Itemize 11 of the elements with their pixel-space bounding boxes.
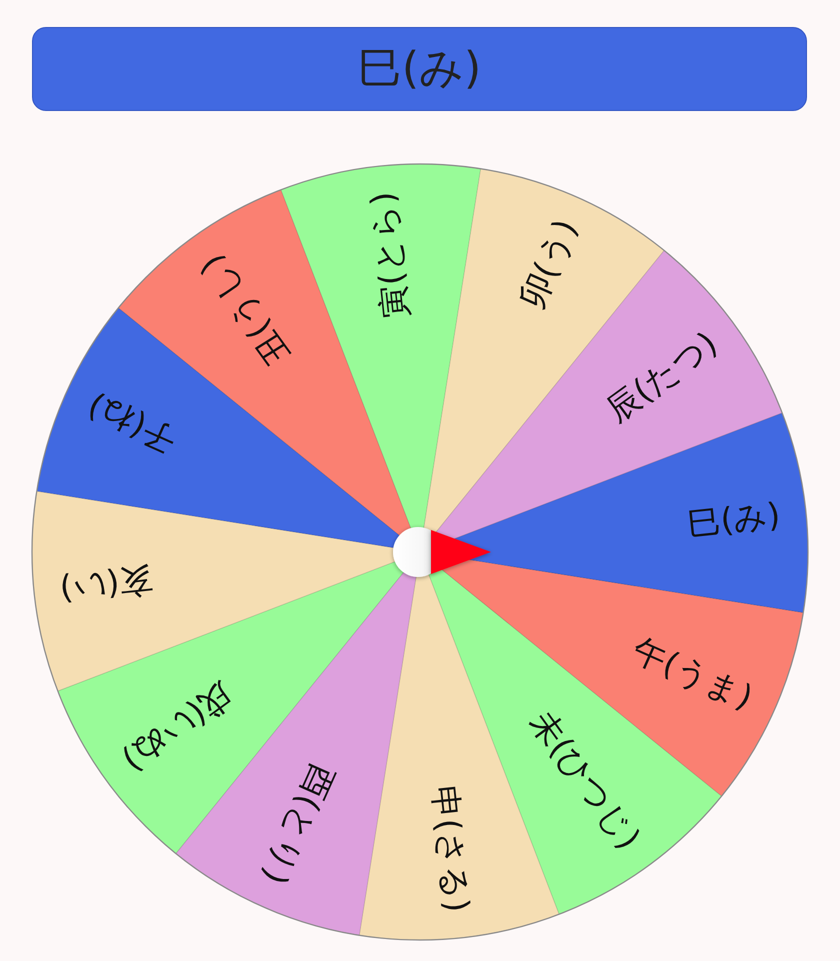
segment-label: 卯(う)	[512, 213, 586, 314]
segment-label: 酉(とり)	[254, 758, 342, 891]
segment-label: 申(さる)	[425, 784, 478, 914]
heading: 巳(み)	[358, 47, 482, 91]
segment-label: 辰(たつ)	[598, 323, 724, 430]
segment-label: 亥(い)	[58, 560, 154, 610]
segment-label: 丑(うし)	[191, 248, 298, 374]
segment-label: 子(ね)	[81, 386, 182, 460]
segment-label: 戌(いぬ)	[116, 674, 242, 781]
segment-label: 巳(み)	[686, 494, 782, 544]
segment-label: 寅(とら)	[362, 190, 415, 320]
